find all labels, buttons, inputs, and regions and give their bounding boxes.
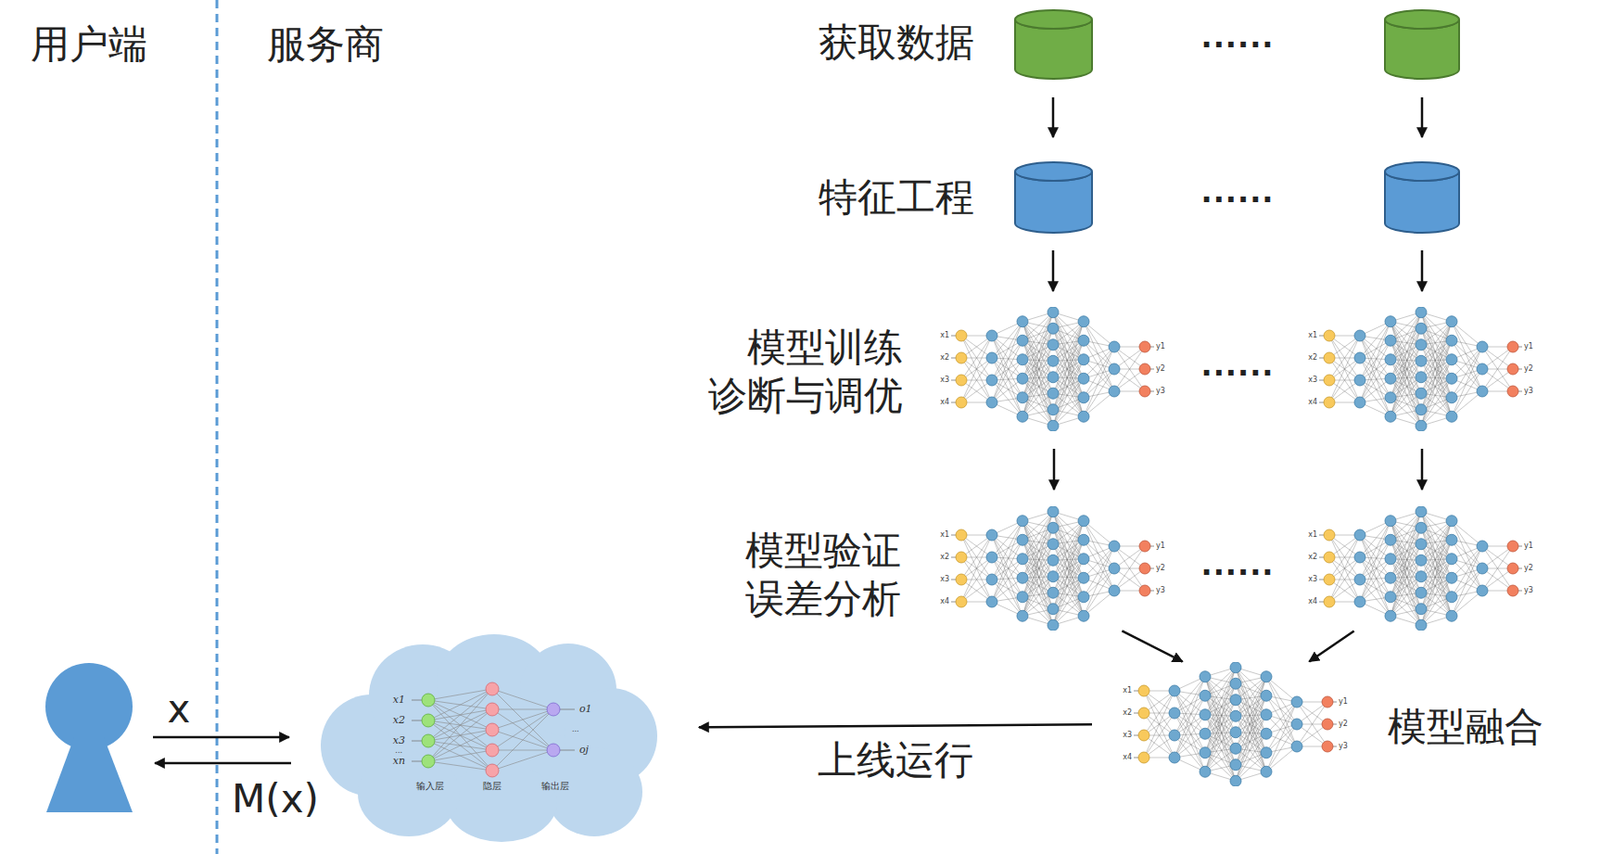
layer-label: x3 [393, 735, 406, 748]
output-label: y1 [1523, 541, 1534, 550]
ellipsis: ...... [1201, 18, 1275, 56]
step-label: 模型验证 误差分析 [685, 526, 902, 624]
ellipsis: ...... [1201, 346, 1275, 384]
cloud-art [316, 632, 660, 844]
flow-arrow [698, 723, 1093, 727]
layer-label: xn [393, 755, 406, 768]
step-arrows [1053, 97, 1423, 292]
step-label: 服务商 [266, 20, 384, 70]
network-art [1306, 306, 1538, 432]
input-label: x1 [939, 530, 950, 539]
step-label: 用户端 [30, 20, 148, 70]
response-arrow [154, 761, 292, 765]
user-icon [45, 662, 133, 813]
flow-arrow [1121, 630, 1182, 661]
network-art [938, 306, 1170, 432]
output-label: y2 [1155, 364, 1166, 373]
ellipsis: ...... [1201, 173, 1275, 211]
input-label: x4 [1307, 397, 1318, 407]
output-label: y1 [1338, 697, 1348, 706]
input-label: x4 [939, 397, 950, 407]
output-label: y2 [1155, 563, 1166, 572]
divider-line [215, 0, 219, 854]
layer-label: ... [571, 724, 580, 734]
layer-label: 隐层 [482, 780, 502, 792]
input-label: x2 [1122, 708, 1132, 717]
input-label: x3 [939, 375, 950, 384]
network-art [1120, 661, 1353, 787]
output-label: y3 [1523, 386, 1534, 395]
input-label: x2 [939, 353, 950, 362]
input-label: x2 [939, 552, 950, 561]
input-label: x1 [1122, 685, 1132, 695]
step-label: 模型融合 [1387, 702, 1544, 752]
output-label: y1 [1155, 342, 1166, 351]
request-arrow [152, 736, 290, 739]
layer-label: o1 [579, 703, 593, 716]
input-label: x2 [1307, 353, 1318, 362]
input-label: x2 [1307, 552, 1318, 561]
layer-label: 输出层 [541, 780, 570, 792]
input-label: x1 [1307, 330, 1318, 340]
input-label: x4 [1122, 752, 1132, 762]
input-label: x3 [1307, 574, 1318, 584]
neural-network: x1 x2 x3 x4 y1 y2 y3 [938, 506, 1170, 631]
step-label: x [167, 685, 191, 735]
input-label: x3 [1122, 730, 1132, 739]
input-label: x4 [939, 596, 950, 606]
layer-label: oj [579, 744, 589, 757]
output-label: y3 [1338, 741, 1348, 750]
ellipsis: ...... [1201, 546, 1275, 584]
neural-network: x1 x2 x3 x4 y1 y2 y3 [938, 306, 1170, 432]
flow-arrow [1421, 448, 1424, 490]
input-label: x3 [1307, 375, 1318, 384]
output-label: y3 [1523, 585, 1534, 595]
flow-arrow [1053, 448, 1056, 490]
input-label: x1 [939, 330, 950, 340]
step-label: 模型训练 诊断与调优 [687, 323, 903, 421]
output-label: y3 [1155, 386, 1166, 395]
layer-label: 输入层 [416, 780, 445, 792]
step-label: 获取数据 [818, 18, 975, 68]
cloud-model: x1x2x3...xno1...oj输入层隐层输出层 [316, 632, 660, 844]
neural-network: x1 x2 x3 x4 y1 y2 y3 [1120, 661, 1353, 787]
edge-label: 上线运行 [817, 736, 974, 786]
input-label: x1 [1307, 530, 1318, 539]
step-label: M(x) [231, 774, 319, 825]
output-label: y2 [1338, 719, 1348, 728]
layer-label: ... [394, 746, 403, 755]
layer-label: x2 [393, 714, 406, 727]
database-cylinders [1015, 10, 1460, 233]
output-label: y3 [1155, 585, 1166, 595]
step-label: 特征工程 [818, 173, 975, 223]
output-label: y1 [1523, 342, 1534, 351]
input-label: x4 [1307, 596, 1318, 606]
network-art [1306, 506, 1538, 631]
output-label: y1 [1155, 541, 1166, 550]
output-label: y2 [1523, 563, 1534, 572]
network-art [938, 506, 1170, 631]
neural-network: x1 x2 x3 x4 y1 y2 y3 [1306, 506, 1538, 631]
flow-arrow [1308, 631, 1354, 662]
neural-network: x1 x2 x3 x4 y1 y2 y3 [1306, 306, 1538, 432]
layer-label: x1 [393, 694, 406, 707]
input-label: x3 [939, 574, 950, 584]
output-label: y2 [1523, 364, 1534, 373]
